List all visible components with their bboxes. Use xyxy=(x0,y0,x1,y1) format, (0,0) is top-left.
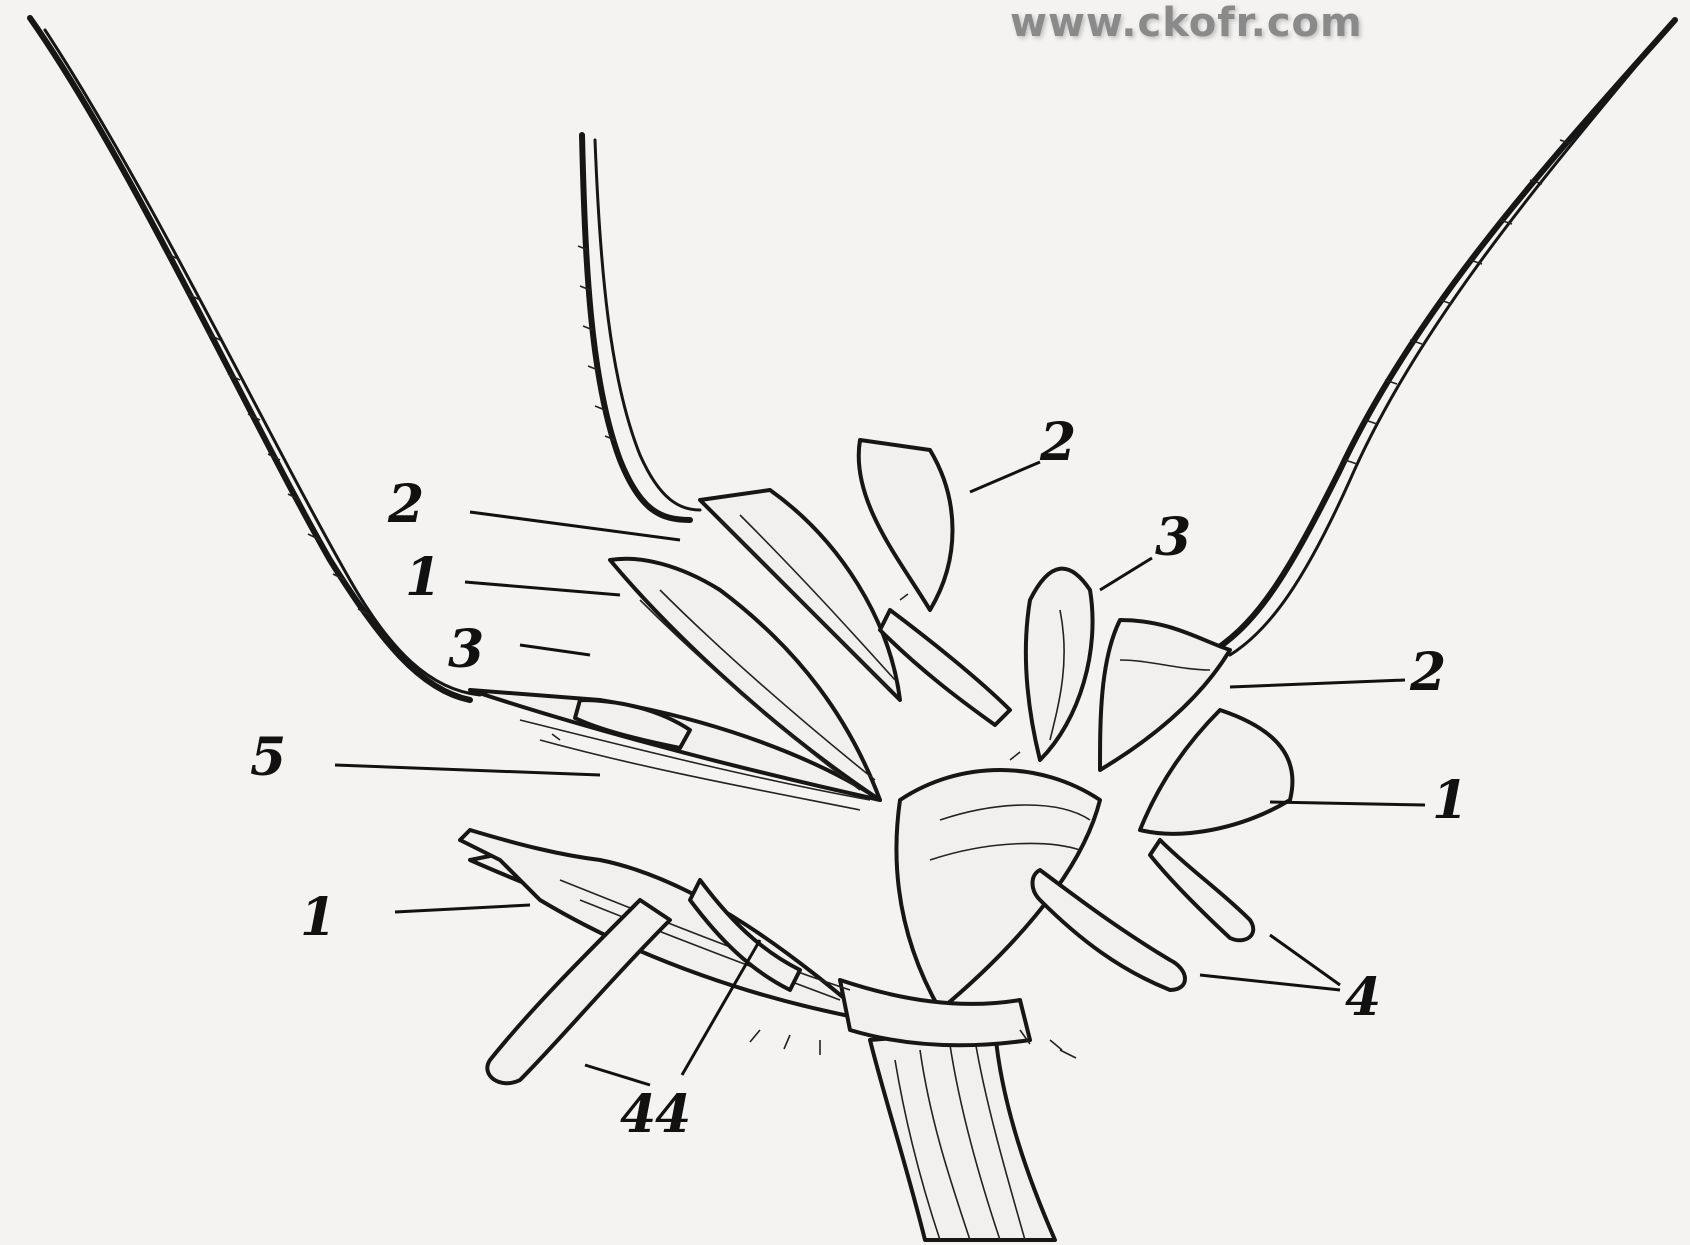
label-2-right: 2 xyxy=(1409,642,1446,703)
leader-4-right-a xyxy=(1270,935,1340,985)
awn-right xyxy=(1215,20,1675,655)
leader-5 xyxy=(335,765,600,775)
label-4-left: 4 xyxy=(620,1084,656,1145)
awn-middle xyxy=(578,135,700,520)
label-4-right: 4 xyxy=(1345,967,1381,1028)
leader-1-lower-left xyxy=(395,905,530,912)
label-2-top: 2 xyxy=(1039,412,1076,473)
label-1-right: 1 xyxy=(1432,770,1468,831)
label-5: 5 xyxy=(250,727,286,788)
label-4-center: 4 xyxy=(655,1084,691,1145)
leader-4-left xyxy=(585,1065,650,1085)
leader-3-left xyxy=(520,645,590,655)
leader-1-right xyxy=(1270,802,1425,805)
leader-2-right xyxy=(1230,680,1405,687)
label-1-upper-left: 1 xyxy=(405,547,441,608)
stem xyxy=(870,1030,1055,1240)
leader-2-left xyxy=(470,512,680,540)
leader-1-upper-left xyxy=(465,582,620,595)
label-1-lower-left: 1 xyxy=(300,887,336,948)
label-2-left: 2 xyxy=(387,474,424,535)
leader-2-top xyxy=(970,462,1040,492)
leader-4-right-b xyxy=(1200,975,1340,990)
label-3-right: 3 xyxy=(1155,507,1191,568)
label-3-left: 3 xyxy=(448,619,484,680)
leader-3-right xyxy=(1100,558,1152,590)
